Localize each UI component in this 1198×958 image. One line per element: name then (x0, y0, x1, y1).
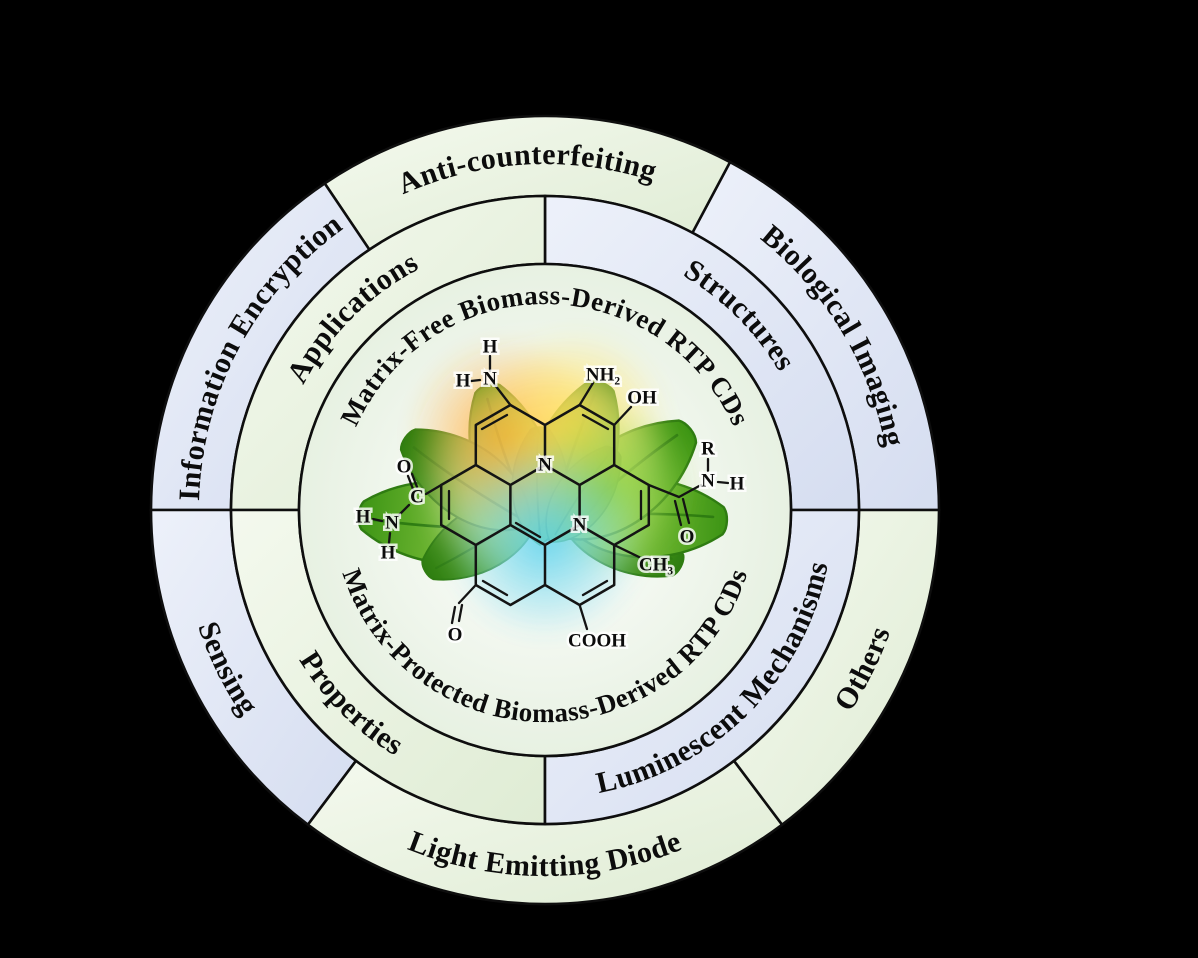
atom-n: N (385, 513, 399, 534)
glow-cyan (445, 440, 645, 640)
atom-ch3: CH₃ (639, 555, 674, 576)
molecule-aromatic-ticks (447, 413, 643, 597)
atom-h: H (730, 474, 745, 495)
atom-n: N (483, 369, 497, 390)
atom-h: H (483, 337, 498, 358)
molecule-atoms: NH₂ H N H OH R N H O CH₃ COOH O C O N H … (353, 334, 747, 654)
atom-h: H (356, 507, 371, 528)
molecule-double-bonds (406, 472, 691, 625)
atom-o: O (680, 527, 695, 548)
atom-ring-n: N (573, 515, 587, 536)
atom-o: O (448, 625, 463, 646)
atom-h: H (381, 543, 396, 564)
molecule-bonds (371, 354, 730, 631)
atom-oh: OH (627, 388, 657, 409)
atom-r: R (701, 439, 715, 460)
atom-c: C (410, 487, 424, 508)
outer-ring (149, 114, 941, 906)
molecule: NH₂ H N H OH R N H O CH₃ COOH O C O N H … (353, 334, 747, 654)
atom-n: N (701, 471, 715, 492)
atom-o: O (397, 457, 412, 478)
atom-h: H (456, 371, 471, 392)
atom-nh2: NH₂ (586, 365, 621, 386)
atom-cooh: COOH (568, 631, 626, 652)
atom-ring-n: N (538, 455, 552, 476)
